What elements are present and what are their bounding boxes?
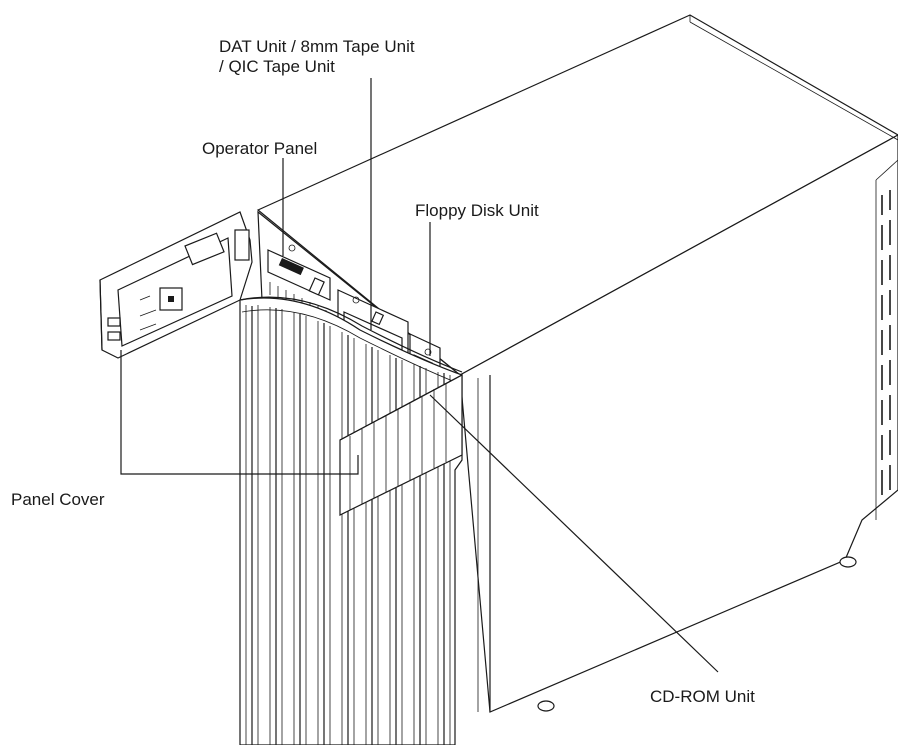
opened-panel-cover [99, 211, 253, 359]
cabinet-body [256, 14, 898, 713]
leader-lines [120, 78, 719, 673]
label-floppy-disk-unit: Floppy Disk Unit [415, 201, 539, 220]
cd-rom-cover [339, 374, 463, 516]
leader-panel-cover [120, 350, 359, 475]
label-dat-unit-line2: / QIC Tape Unit [219, 57, 335, 76]
label-panel-cover: Panel Cover [11, 490, 105, 509]
side-vents [537, 190, 891, 712]
ribbed-front-cover [239, 296, 463, 745]
label-cd-rom-unit: CD-ROM Unit [650, 687, 755, 706]
label-dat-unit-line1: DAT Unit / 8mm Tape Unit [219, 37, 415, 56]
label-operator-panel: Operator Panel [202, 139, 318, 158]
leader-cd-rom [429, 394, 719, 673]
